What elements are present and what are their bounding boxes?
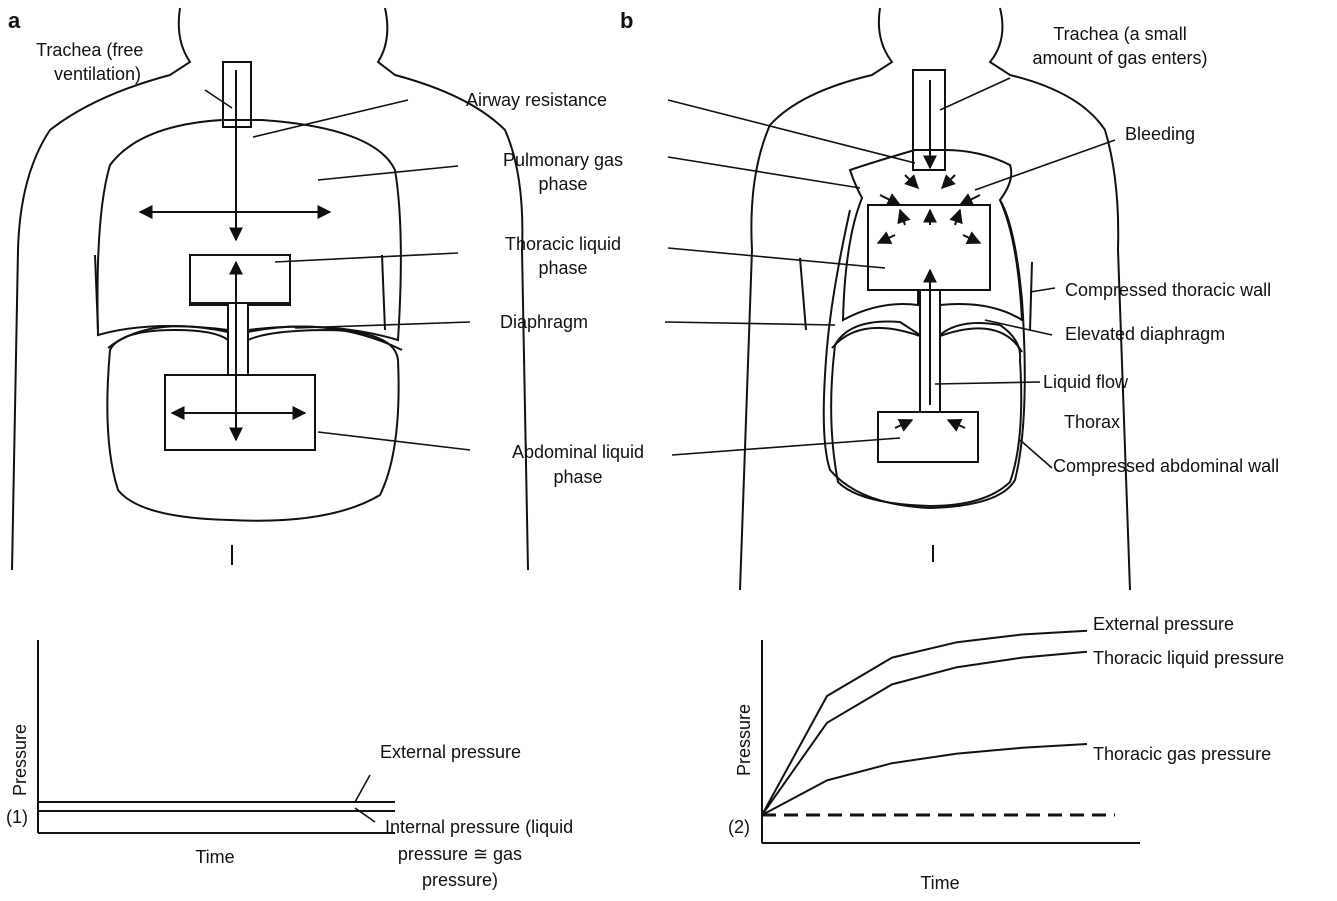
a-abdominal-label-2: phase	[553, 467, 602, 487]
gas-region-b	[843, 150, 1022, 320]
chart2-series-thoracic-gas: Thoracic gas pressure	[1093, 744, 1271, 764]
a-pulmonary-label-1: Pulmonary gas	[503, 150, 623, 170]
chart1-internal-label-2: pressure ≅ gas	[398, 844, 522, 864]
chart-1: Pressure Time (1) External pressure Inte…	[6, 640, 573, 890]
abdomen-liquid-b	[831, 321, 1021, 506]
chart1-id: (1)	[6, 807, 28, 827]
chart2-id: (2)	[728, 817, 750, 837]
chart1-external-leader	[355, 775, 370, 802]
a-pulmonary-label-2: phase	[538, 174, 587, 194]
b-elevated-diaphragm-label: Elevated diaphragm	[1065, 324, 1225, 344]
b-thorax-label: Thorax	[1064, 412, 1120, 432]
a-trachea-label-2: ventilation)	[54, 64, 141, 84]
a-thoracic-label-2: phase	[538, 258, 587, 278]
chart2-series-thoracic-liquid: Thoracic liquid pressure	[1093, 648, 1284, 668]
chart1-internal-label-1: Internal pressure (liquid	[385, 817, 573, 837]
chart2-xlabel: Time	[920, 873, 959, 893]
chart2-series-line-1	[762, 652, 1087, 815]
b-bleeding-label: Bleeding	[1125, 124, 1195, 144]
chart2-series-line-0	[762, 631, 1087, 815]
panel-a-label: a	[8, 8, 21, 33]
b-trachea-label-1: Trachea (a small	[1053, 24, 1186, 44]
b-airway-resistance-label: Airway resistance	[466, 90, 607, 110]
chart-2: Pressure Time (2) External pressure Thor…	[728, 614, 1284, 893]
abdomen-liquid	[107, 330, 398, 521]
chart1-ylabel: Pressure	[10, 724, 30, 796]
a-diaphragm-label: Diaphragm	[500, 312, 588, 332]
chart2-series-external: External pressure	[1093, 614, 1234, 634]
chart1-external-label: External pressure	[380, 742, 521, 762]
chart2-ylabel: Pressure	[734, 704, 754, 776]
b-compressed-abdominal-label: Compressed abdominal wall	[1053, 456, 1279, 476]
chart1-xlabel: Time	[195, 847, 234, 867]
panel-b-label: b	[620, 8, 633, 33]
chart1-internal-label-3: pressure)	[422, 870, 498, 890]
b-compressed-thoracic-label: Compressed thoracic wall	[1065, 280, 1271, 300]
a-trachea-label-1: Trachea (free	[36, 40, 143, 60]
a-thoracic-label-1: Thoracic liquid	[505, 234, 621, 254]
b-trachea-label-2: amount of gas enters)	[1032, 48, 1207, 68]
lungs-gas-phase	[98, 120, 401, 340]
a-abdominal-label-1: Abdominal liquid	[512, 442, 644, 462]
b-liquid-flow-label: Liquid flow	[1043, 372, 1129, 392]
chart2-series-line-2	[762, 744, 1087, 815]
panel-b-figure	[665, 8, 1130, 590]
panel-a-figure	[12, 8, 528, 570]
